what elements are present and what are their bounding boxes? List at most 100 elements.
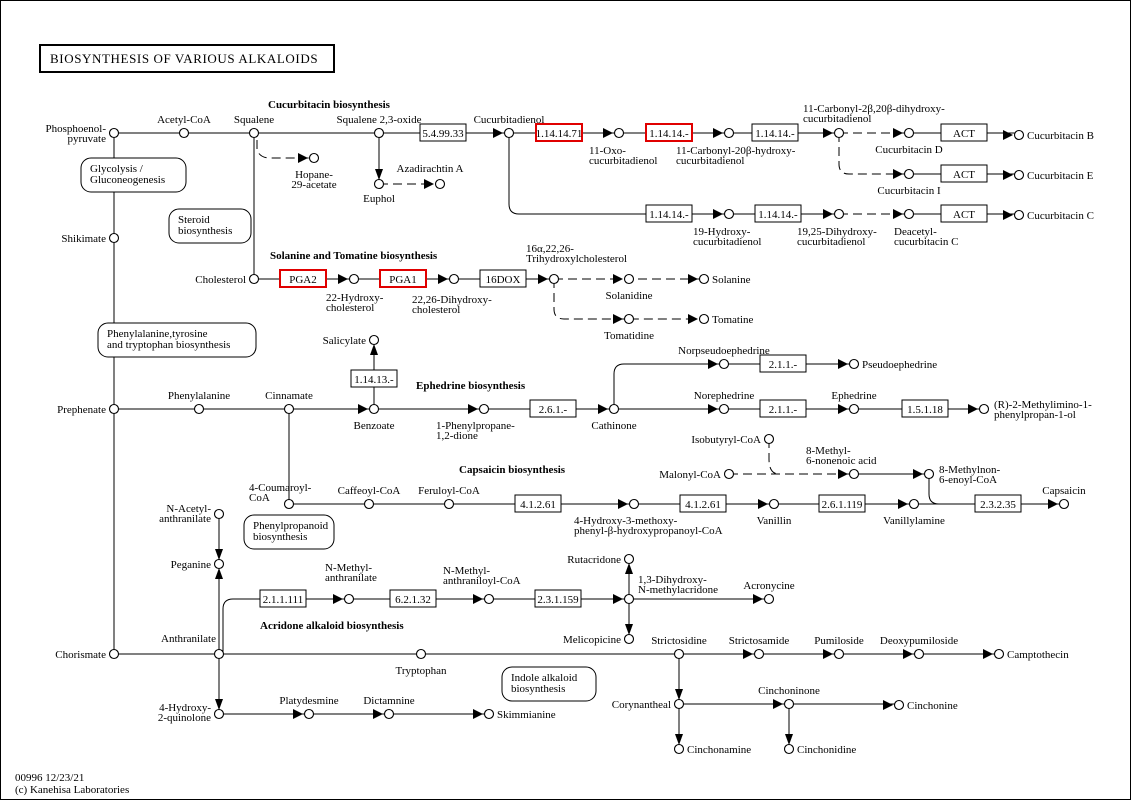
- compound-node-icon[interactable]: [763, 433, 775, 445]
- compound-malonylcoa[interactable]: [723, 468, 735, 480]
- enzyme-2-6-1--[interactable]: 2.6.1.-: [529, 399, 577, 418]
- compound-peganine[interactable]: [213, 558, 225, 570]
- compound-node-icon[interactable]: [483, 708, 495, 720]
- compound-node-icon[interactable]: [763, 593, 775, 605]
- compound-node-icon[interactable]: [623, 273, 635, 285]
- compound-vanillin[interactable]: [768, 498, 780, 510]
- enzyme-4-1-2-61[interactable]: 4.1.2.61: [679, 494, 727, 513]
- compound-node-icon[interactable]: [623, 633, 635, 645]
- compound-hydroxy19[interactable]: [723, 208, 735, 220]
- enzyme-1-14-13--[interactable]: 1.14.13.-: [350, 369, 398, 388]
- compound-node-icon[interactable]: [848, 468, 860, 480]
- compound-node-icon[interactable]: [673, 698, 685, 710]
- compound-node-icon[interactable]: [248, 127, 260, 139]
- enzyme-pga2[interactable]: PGA2: [279, 269, 327, 288]
- compound-carbonyl20[interactable]: [723, 127, 735, 139]
- compound-node-icon[interactable]: [483, 593, 495, 605]
- compound-hmphp[interactable]: [628, 498, 640, 510]
- compound-phenylalanine[interactable]: [193, 403, 205, 415]
- compound-nacetylanth[interactable]: [213, 508, 225, 520]
- compound-node-icon[interactable]: [283, 403, 295, 415]
- enzyme-2-3-2-35[interactable]: 2.3.2.35: [974, 494, 1022, 513]
- compound-cinchonine[interactable]: [893, 699, 905, 711]
- compound-node-icon[interactable]: [1013, 129, 1025, 141]
- compound-node-icon[interactable]: [363, 498, 375, 510]
- compound-node-icon[interactable]: [833, 648, 845, 660]
- compound-node-icon[interactable]: [698, 273, 710, 285]
- enzyme-16dox[interactable]: 16DOX: [479, 269, 527, 288]
- compound-node-icon[interactable]: [213, 648, 225, 660]
- enzyme-act[interactable]: ACT: [940, 164, 988, 183]
- compound-node-icon[interactable]: [1013, 209, 1025, 221]
- compound-nmethylanthcoa[interactable]: [483, 593, 495, 605]
- compound-node-icon[interactable]: [908, 498, 920, 510]
- compound-node-icon[interactable]: [893, 699, 905, 711]
- compound-cinnamate[interactable]: [283, 403, 295, 415]
- compound-cinchonidine[interactable]: [783, 743, 795, 755]
- enzyme-2-1-1--[interactable]: 2.1.1.-: [759, 354, 807, 373]
- enzyme-1-14-14-71[interactable]: 1.14.14.71: [535, 123, 583, 142]
- compound-node-icon[interactable]: [368, 403, 380, 415]
- compound-vanillylamine[interactable]: [908, 498, 920, 510]
- compound-dictamnine[interactable]: [383, 708, 395, 720]
- compound-node-icon[interactable]: [833, 127, 845, 139]
- map-title[interactable]: BIOSYNTHESIS OF VARIOUS ALKALOIDS: [39, 44, 335, 73]
- compound-methylnonenoic[interactable]: [848, 468, 860, 480]
- compound-camptothecin[interactable]: [993, 648, 1005, 660]
- compound-node-icon[interactable]: [903, 127, 915, 139]
- compound-chorismate[interactable]: [108, 648, 120, 660]
- compound-node-icon[interactable]: [723, 468, 735, 480]
- compound-node-icon[interactable]: [108, 232, 120, 244]
- compound-cuc-e[interactable]: [1013, 169, 1025, 181]
- compound-cuc-c[interactable]: [1013, 209, 1025, 221]
- enzyme-act[interactable]: ACT: [940, 204, 988, 223]
- compound-squalene-oxide[interactable]: [373, 127, 385, 139]
- compound-corynantheal[interactable]: [673, 698, 685, 710]
- compound-cuc-d[interactable]: [903, 127, 915, 139]
- compound-node-icon[interactable]: [415, 648, 427, 660]
- compound-coumaroyl[interactable]: [283, 498, 295, 510]
- enzyme-1-5-1-18[interactable]: 1.5.1.18: [901, 399, 949, 418]
- compound-cuc-i[interactable]: [903, 168, 915, 180]
- compound-node-icon[interactable]: [978, 403, 990, 415]
- compound-node-icon[interactable]: [248, 273, 260, 285]
- compound-isobutyrylcoa[interactable]: [763, 433, 775, 445]
- compound-node-icon[interactable]: [283, 498, 295, 510]
- compound-node-icon[interactable]: [833, 208, 845, 220]
- compound-node-icon[interactable]: [628, 498, 640, 510]
- enzyme-1-14-14--[interactable]: 1.14.14.-: [751, 123, 799, 142]
- compound-salicylate[interactable]: [368, 334, 380, 346]
- compound-solanidine[interactable]: [623, 273, 635, 285]
- compound-node-icon[interactable]: [308, 152, 320, 164]
- compound-node-icon[interactable]: [443, 498, 455, 510]
- compound-pep[interactable]: [108, 127, 120, 139]
- compound-node-icon[interactable]: [673, 648, 685, 660]
- compound-node-icon[interactable]: [368, 334, 380, 346]
- compound-cholesterol[interactable]: [248, 273, 260, 285]
- compound-squalene[interactable]: [248, 127, 260, 139]
- compound-pseudoephedrine[interactable]: [848, 358, 860, 370]
- enzyme-6-2-1-32[interactable]: 6.2.1.32: [389, 589, 437, 608]
- compound-norpseudoephedrine[interactable]: [718, 358, 730, 370]
- compound-melicopicine[interactable]: [623, 633, 635, 645]
- compound-node-icon[interactable]: [213, 508, 225, 520]
- compound-node-icon[interactable]: [303, 708, 315, 720]
- compound-rutacridone[interactable]: [623, 553, 635, 565]
- compound-feruloyl[interactable]: [443, 498, 455, 510]
- compound-node-icon[interactable]: [993, 648, 1005, 660]
- compound-cucurbitadienol[interactable]: [503, 127, 515, 139]
- compound-platydesmine[interactable]: [303, 708, 315, 720]
- compound-node-icon[interactable]: [923, 468, 935, 480]
- compound-hydroxychol22[interactable]: [348, 273, 360, 285]
- compound-hopane[interactable]: [308, 152, 320, 164]
- compound-node-icon[interactable]: [783, 743, 795, 755]
- compound-phenylpropanedione[interactable]: [478, 403, 490, 415]
- compound-node-icon[interactable]: [613, 127, 625, 139]
- compound-shikimate[interactable]: [108, 232, 120, 244]
- compound-node-icon[interactable]: [673, 743, 685, 755]
- compound-node-icon[interactable]: [548, 273, 560, 285]
- compound-dihydroxyacridone[interactable]: [623, 593, 635, 605]
